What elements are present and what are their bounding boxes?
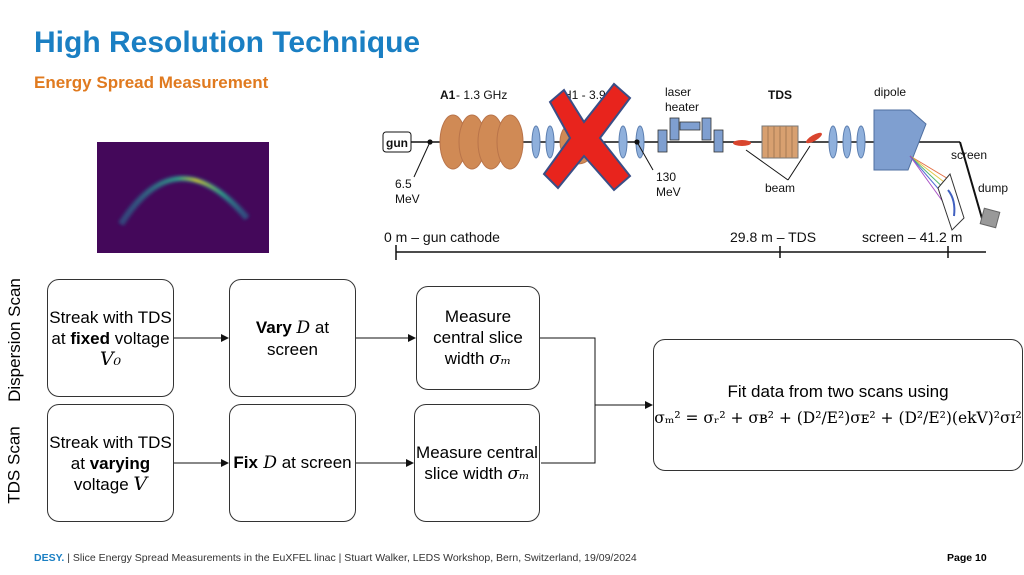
box-vary-d: Vary D at screen	[229, 279, 356, 397]
a1-cavities	[439, 114, 524, 170]
ruler-label-screen: screen – 41.2 m	[862, 229, 962, 245]
laser-heater-label-1: laser	[665, 85, 691, 99]
box-fit: Fit data from two scans using σₘ² = σᵣ² …	[653, 339, 1023, 471]
ah1-label: H1 - 3.9	[563, 88, 606, 102]
beam-bunch-2	[806, 132, 822, 144]
gun-label: gun	[386, 136, 408, 150]
tds-label: TDS	[768, 88, 792, 102]
beam-bunch-1	[733, 140, 751, 146]
energy-label-2a: 130	[656, 170, 676, 184]
energy-label-2b: MeV	[656, 185, 681, 199]
dipole-label: dipole	[874, 85, 906, 99]
cross-out-icon	[542, 82, 632, 192]
box-fix-d: Fix D at screen	[229, 404, 356, 522]
box-measure-1: Measure central slice width σₘ	[416, 286, 540, 390]
page-title: High Resolution Technique	[34, 26, 421, 59]
dump-label: dump	[978, 181, 1008, 195]
box-streak-varying: Streak with TDS at varying voltage V	[47, 404, 174, 522]
screen-label: screen	[951, 148, 987, 162]
a1-label: A1	[440, 88, 456, 102]
laser-heater	[657, 117, 724, 153]
energy-label-1b: MeV	[395, 192, 420, 206]
gun-block	[382, 131, 412, 153]
screen-plate	[937, 172, 965, 231]
ruler-label-start: 0 m – gun cathode	[384, 229, 500, 245]
box-measure-2: Measure central slice width σₘ	[414, 404, 540, 522]
streaked-beam-image	[97, 142, 269, 253]
fit-formula: σₘ² = σᵣ² + σʙ² + (D²/E²)σᴇ² + (D²/E²)(e…	[654, 409, 1022, 427]
page-number: Page 10	[947, 552, 987, 564]
ruler-label-tds: 29.8 m – TDS	[730, 229, 816, 245]
beam-dump	[979, 207, 1001, 229]
beam-label: beam	[765, 181, 795, 195]
accelerator-schematic: gun 6.5 MeV A1 - 1.3 GHz H1 - 3.9 130 Me…	[382, 82, 1008, 260]
a1-frequency: - 1.3 GHz	[456, 88, 507, 102]
footer-text: | Slice Energy Spread Measurements in th…	[64, 552, 637, 564]
footer: DESY. | Slice Energy Spread Measurements…	[34, 552, 637, 564]
tds-structure	[761, 125, 799, 159]
laser-heater-label-2: heater	[665, 100, 699, 114]
screen-image	[947, 189, 956, 217]
energy-label-1a: 6.5	[395, 177, 412, 191]
footer-logo: DESY.	[34, 552, 65, 564]
page-subtitle: Energy Spread Measurement	[34, 73, 269, 92]
dipole-magnet	[873, 109, 927, 171]
box-streak-fixed: Streak with TDS at fixed voltage V₀	[47, 279, 174, 397]
